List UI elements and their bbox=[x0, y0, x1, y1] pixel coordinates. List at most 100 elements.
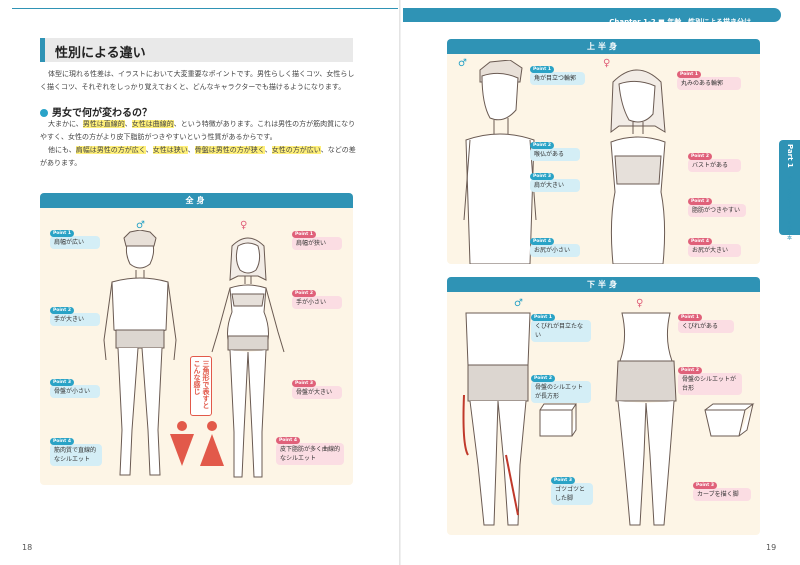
lower-female-point-2-callout: 骨盤のシルエットが台形 bbox=[678, 373, 742, 395]
male-point-2-callout: 手が大きい bbox=[50, 313, 100, 326]
upper-body-panel-title: 上半身 bbox=[447, 39, 760, 54]
female-point-4-text: 皮下脂肪が多く曲線的なシルエット bbox=[280, 446, 341, 462]
male-point-1-badge: Point 1 bbox=[50, 230, 74, 237]
body1-rest: 、という特徴があります。これは男性の方が筋肉質になりやすく、女性の方がより皮下脂… bbox=[40, 120, 356, 141]
upper-male-point-3-callout: 肩が大きい bbox=[530, 179, 580, 192]
female-upper-body-figure bbox=[610, 69, 666, 264]
lower-male-point-1-callout: くびれが目立たない bbox=[531, 320, 591, 342]
upper-male-point-1-badge: Point 1 bbox=[530, 66, 554, 73]
lower-female-point-3-callout: カーブを描く脚 bbox=[693, 488, 751, 501]
upper-male-point-4-text: お尻が小さい bbox=[534, 247, 571, 254]
male-upper-body-figure bbox=[463, 60, 537, 264]
subheading-text: 男女で何が変わるの？ bbox=[52, 108, 152, 119]
female-lower-body-figure bbox=[615, 312, 677, 526]
gender-triangles-diagram bbox=[170, 421, 224, 466]
lower-male-symbol-icon: ♂ bbox=[514, 298, 523, 309]
male-lower-body-figure bbox=[462, 312, 531, 526]
section-title-box: 性別による違い bbox=[40, 38, 353, 62]
upper-female-point-1-text: 丸みのある輪郭 bbox=[681, 80, 724, 87]
lower-female-point-2-text: 骨盤のシルエットが台形 bbox=[682, 376, 737, 392]
male-point-1-callout: 肩幅が広い bbox=[50, 236, 100, 249]
lower-female-point-2-badge: Point 2 bbox=[678, 367, 702, 374]
male-point-1-text: 肩幅が広い bbox=[54, 239, 85, 246]
highlight-female-curved: 女性は曲線的 bbox=[131, 120, 174, 128]
header-rule bbox=[12, 8, 398, 9]
female-point-1-text: 肩幅が狭い bbox=[296, 240, 327, 247]
male-point-4-callout: 筋肉質で直線的なシルエット bbox=[50, 444, 102, 466]
upper-female-point-2-text: バストがある bbox=[692, 162, 729, 169]
male-point-4-text: 筋肉質で直線的なシルエット bbox=[54, 447, 97, 463]
female-point-3-text: 骨盤が大きい bbox=[296, 389, 333, 396]
highlight-pelvis-male: 骨盤は男性の方が狭く bbox=[194, 146, 265, 154]
upper-male-point-1-text: 角が目立つ輪郭 bbox=[534, 75, 577, 82]
upper-female-point-3-callout: 脂肪がつきやすい bbox=[688, 204, 746, 217]
male-point-2-badge: Point 2 bbox=[50, 307, 74, 314]
triangle-note: 三角形で表すとこんな感じ bbox=[190, 356, 212, 416]
upper-male-point-2-badge: Point 2 bbox=[530, 142, 554, 149]
female-point-1-callout: 肩幅が狭い bbox=[292, 237, 342, 250]
upper-female-point-4-badge: Point 4 bbox=[688, 238, 712, 245]
part-side-tab-subtitle: キャラクターイラストの基本 bbox=[786, 175, 792, 240]
upper-female-point-2-badge: Point 2 bbox=[688, 153, 712, 160]
body-paragraph-1: 大まかに、男性は直線的、女性は曲線的、という特徴があります。これは男性の方が筋肉… bbox=[40, 118, 358, 144]
male-symbol-icon: ♂ bbox=[136, 220, 145, 231]
lower-male-point-3-badge: Point 3 bbox=[551, 477, 575, 484]
bullet-dot-icon bbox=[40, 109, 48, 117]
body1-mid: 、 bbox=[124, 120, 132, 128]
highlight-shoulder-male: 肩幅は男性の方が広く bbox=[75, 146, 146, 154]
female-point-2-badge: Point 2 bbox=[292, 290, 316, 297]
body2-rest: 、などの差があります。 bbox=[40, 146, 356, 167]
upper-male-point-3-text: 肩が大きい bbox=[534, 182, 565, 189]
page-number-right: 19 bbox=[766, 543, 777, 552]
trapezoid-pelvis-icon bbox=[704, 403, 755, 437]
lower-female-point-1-callout: くびれがある bbox=[678, 320, 734, 333]
upper-male-symbol-icon: ♂ bbox=[458, 58, 467, 69]
upper-male-point-4-callout: お尻が小さい bbox=[530, 244, 580, 257]
lower-male-point-2-callout: 骨盤のシルエットが長方形 bbox=[531, 381, 591, 403]
body2-prefix: 他にも、 bbox=[48, 146, 76, 154]
upper-male-point-4-badge: Point 4 bbox=[530, 238, 554, 245]
lower-male-point-3-text: ゴツゴツとした脚 bbox=[555, 486, 586, 502]
female-symbol-icon: ♀ bbox=[240, 220, 248, 231]
female-point-3-badge: Point 3 bbox=[292, 380, 316, 387]
female-point-3-callout: 骨盤が大きい bbox=[292, 386, 342, 399]
upper-male-point-2-callout: 喉仏がある bbox=[530, 148, 580, 161]
full-body-panel-title: 全身 bbox=[40, 193, 353, 208]
highlight-shoulder-female: 女性は狭い bbox=[152, 146, 188, 154]
male-point-2-text: 手が大きい bbox=[54, 316, 85, 323]
lower-female-symbol-icon: ♀ bbox=[636, 298, 644, 309]
page-number-left: 18 bbox=[22, 543, 33, 552]
subheading: 男女で何が変わるの？ bbox=[40, 104, 152, 119]
lower-female-point-1-text: くびれがある bbox=[682, 323, 719, 330]
part-side-tab-title: Part 1 bbox=[786, 144, 794, 168]
chapter-title: Chapter 1-2 ■ 年齢、性別による描き分け bbox=[609, 18, 751, 26]
upper-female-point-1-callout: 丸みのある輪郭 bbox=[677, 77, 741, 90]
highlight-male-linear: 男性は直線的 bbox=[82, 120, 125, 128]
male-full-body-figure bbox=[103, 230, 177, 476]
body2-mid2: 、 bbox=[187, 146, 195, 154]
male-point-3-callout: 骨盤が小さい bbox=[50, 385, 100, 398]
lower-male-point-1-text: くびれが目立たない bbox=[535, 323, 584, 339]
female-point-4-badge: Point 4 bbox=[276, 437, 300, 444]
upper-female-point-1-badge: Point 1 bbox=[677, 71, 701, 78]
upper-male-point-2-text: 喉仏がある bbox=[534, 151, 565, 158]
upper-female-point-4-callout: お尻が大きい bbox=[688, 244, 741, 257]
female-point-4-callout: 皮下脂肪が多く曲線的なシルエット bbox=[276, 443, 344, 465]
body2-mid1: 、 bbox=[145, 146, 153, 154]
upper-female-point-4-text: お尻が大きい bbox=[692, 247, 729, 254]
section-title: 性別による違い bbox=[55, 46, 146, 61]
upper-female-symbol-icon: ♀ bbox=[603, 58, 611, 69]
lower-male-point-2-text: 骨盤のシルエットが長方形 bbox=[535, 384, 584, 400]
lower-body-panel-title: 下半身 bbox=[447, 277, 760, 292]
lower-male-point-3-callout: ゴツゴツとした脚 bbox=[551, 483, 593, 505]
upper-male-point-1-callout: 角が目立つ輪郭 bbox=[530, 72, 585, 85]
lower-female-point-3-text: カーブを描く脚 bbox=[697, 491, 739, 498]
male-point-4-badge: Point 4 bbox=[50, 438, 74, 445]
lower-female-point-1-badge: Point 1 bbox=[678, 314, 702, 321]
part-side-tab: Part 1 bbox=[779, 140, 800, 235]
body1-prefix: 大まかに、 bbox=[48, 120, 83, 128]
upper-male-point-3-badge: Point 3 bbox=[530, 173, 554, 180]
highlight-pelvis-female: 女性の方が広い bbox=[271, 146, 321, 154]
male-point-3-text: 骨盤が小さい bbox=[54, 388, 91, 395]
